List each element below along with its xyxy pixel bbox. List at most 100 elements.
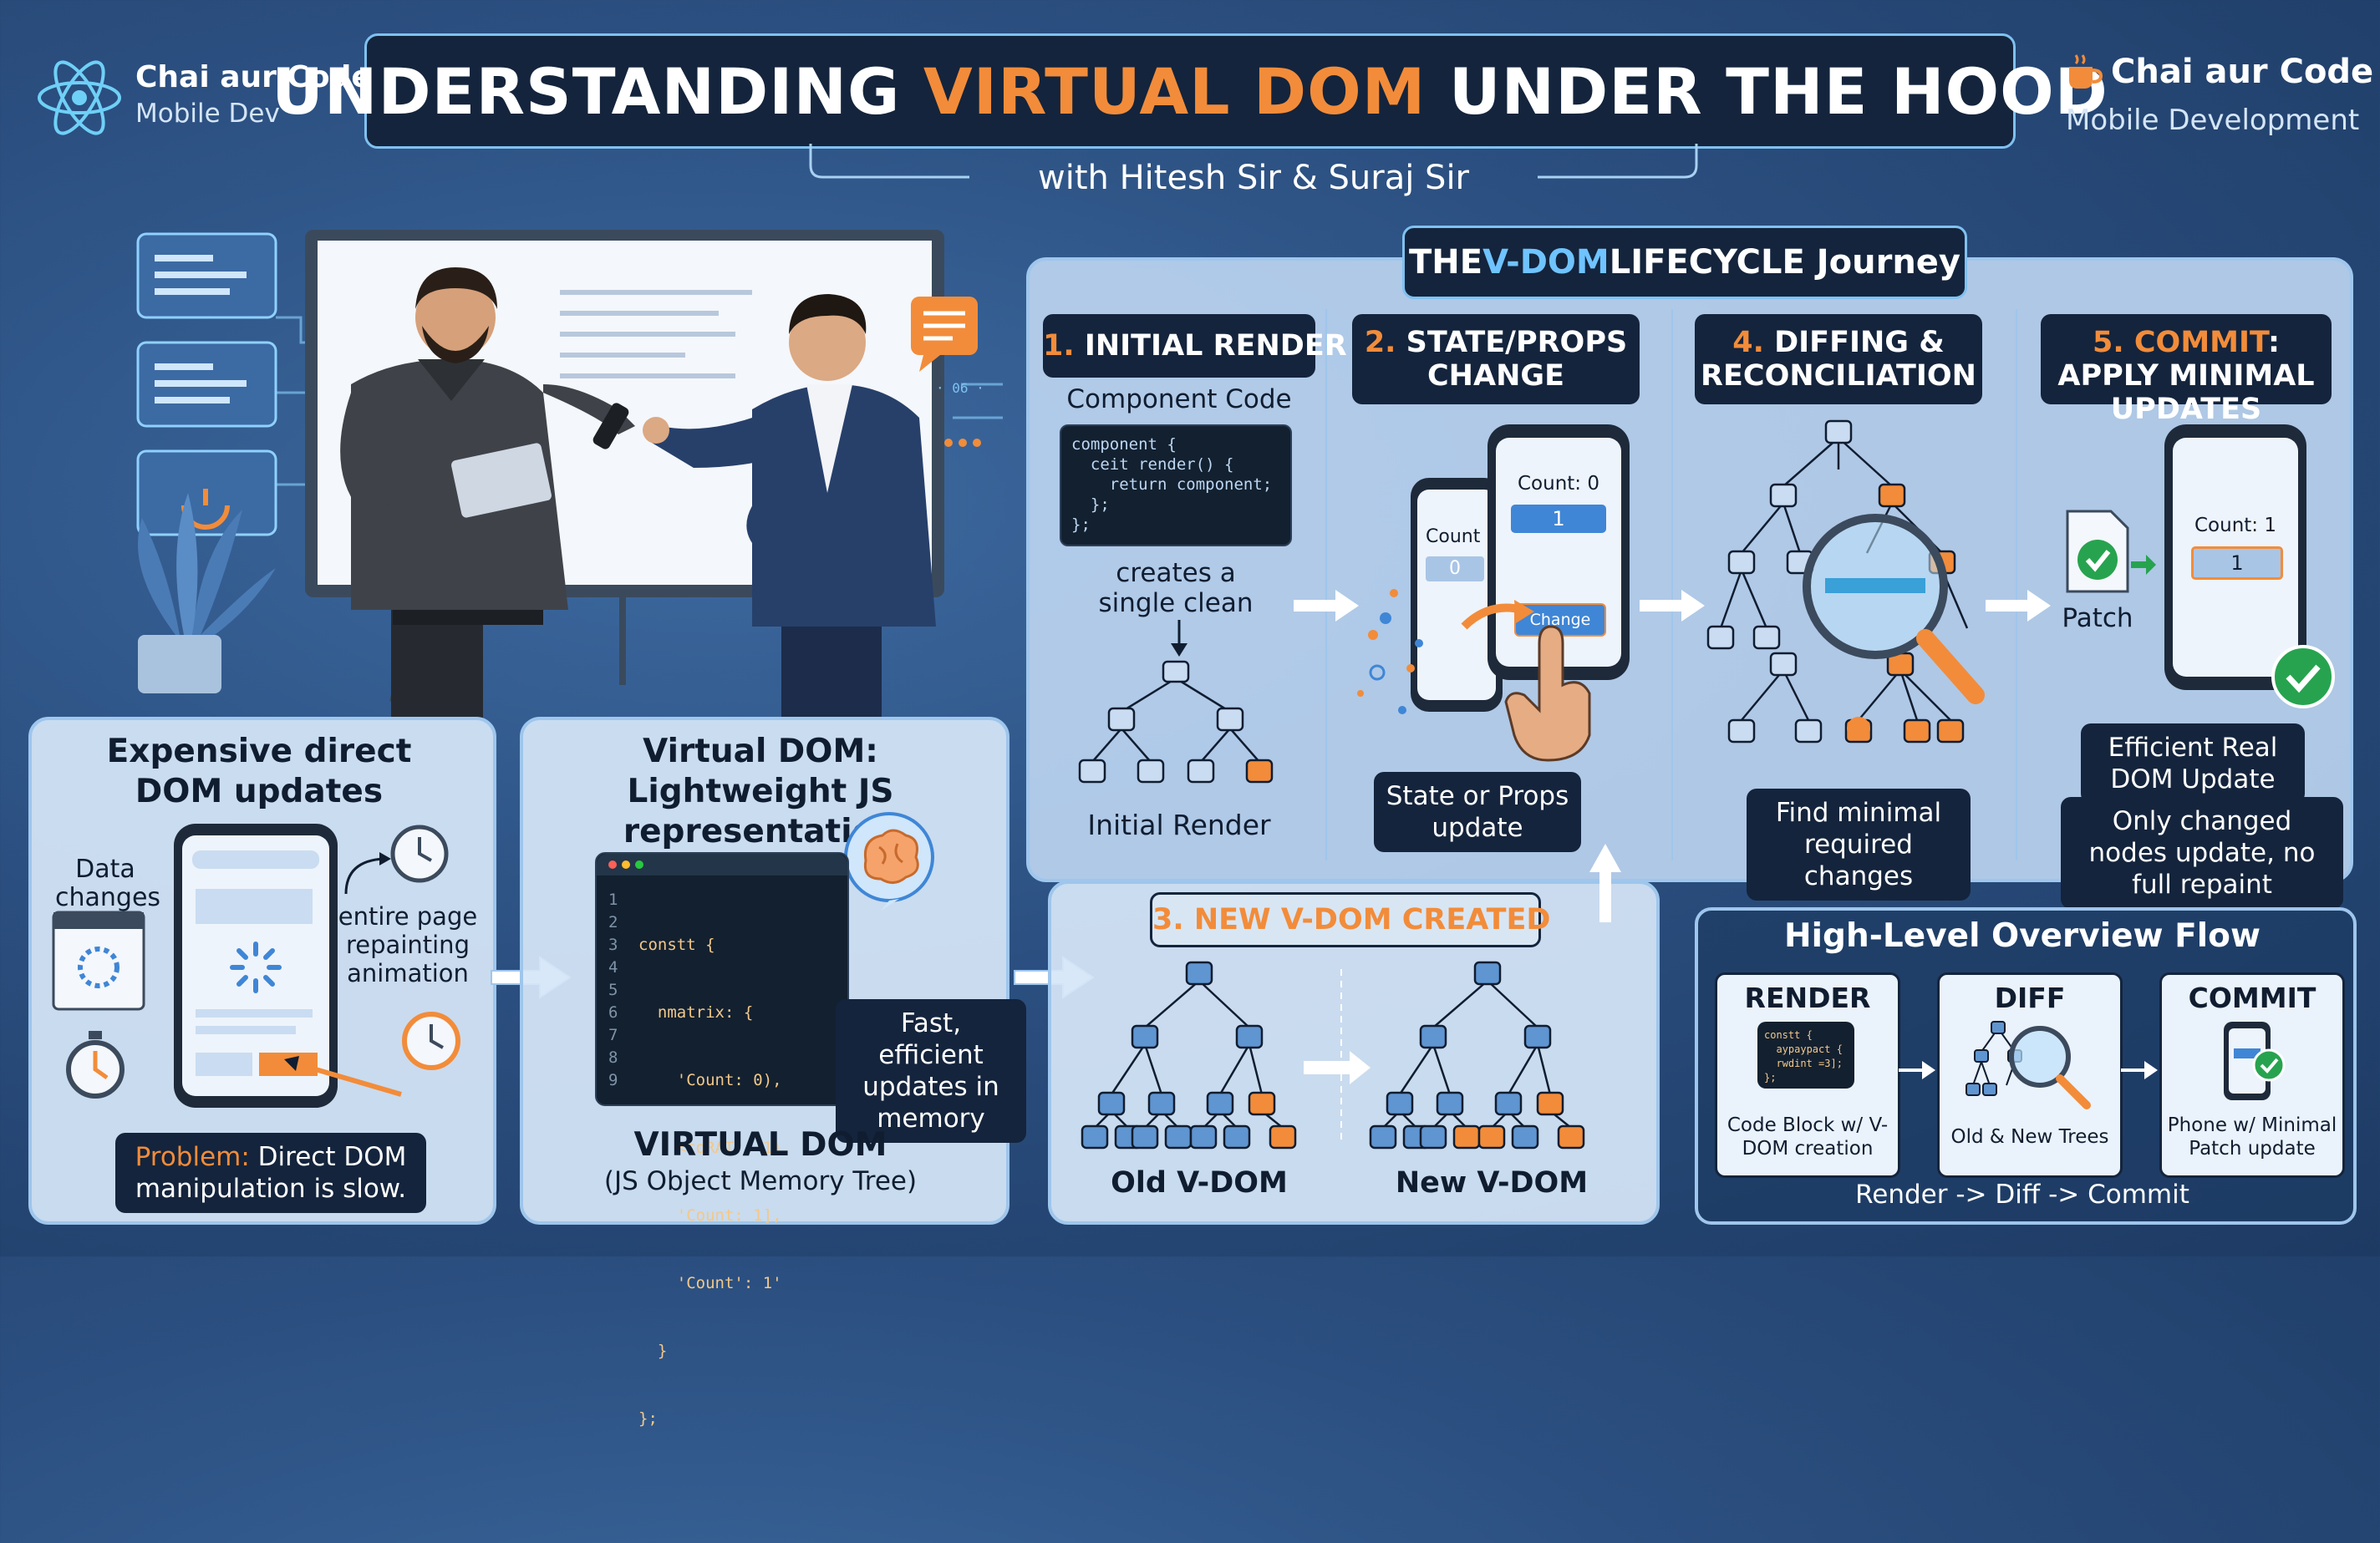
cup-icon <box>2069 54 2103 89</box>
down-arrow-icon <box>1171 620 1187 657</box>
final-count-value: 1 <box>2191 546 2283 580</box>
problem-highlight: Problem: <box>135 1142 250 1172</box>
step4-label: DIFFING & RECONCILIATION <box>1701 326 1976 393</box>
mini-phone-icon <box>2224 1022 2286 1100</box>
brand-left: Chai aur Code Mobile Dev <box>33 52 372 144</box>
title-part1: UNDERSTANDING <box>272 53 923 129</box>
step4-num: 4. <box>1732 326 1764 359</box>
step2-num: 2. <box>1364 326 1396 359</box>
old-new-trees <box>1081 961 1585 1150</box>
presenter-left <box>340 267 635 718</box>
svg-text:· 06 ·: · 06 · <box>936 380 984 396</box>
overview-diff-title: DIFF <box>1994 982 2066 1014</box>
line-number: 5 <box>608 981 618 999</box>
line-number: 8 <box>608 1048 618 1067</box>
line-number: 9 <box>608 1071 618 1089</box>
code-line: 'Count: 0), <box>638 1071 782 1089</box>
count-value: 1 <box>1511 505 1606 533</box>
lifecycle-heading-pre: THE <box>1408 243 1483 282</box>
overview-render-code: constt { aypaypact { rwdint =3]; }; <box>1757 1022 1854 1089</box>
code-line: } <box>638 1342 668 1360</box>
expensive-title: Expensive direct DOM updates <box>106 733 412 810</box>
initial-tree <box>1078 660 1274 784</box>
code-line: 'Count': 1' <box>638 1274 782 1292</box>
virtual-footer: VIRTUAL DOM <box>633 1126 887 1164</box>
count-label: Count: 0 <box>1518 473 1599 495</box>
phone-back: Count 0 <box>1411 478 1503 712</box>
line-number: 6 <box>608 1003 618 1022</box>
arrow-right-icon <box>1294 590 1359 622</box>
arrow-right-icon <box>1986 590 2051 622</box>
step5-header: 5. COMMIT: APPLY MINIMAL UPDATES <box>2041 314 2332 426</box>
overview-title: High-Level Overview Flow <box>1784 917 2260 955</box>
title-part2: UNDER THE HOOD <box>1426 53 2108 129</box>
virtual-title: Virtual DOM: Lightweight JS representati… <box>623 733 898 850</box>
step5-caption2: Only changed nodes update, no full repai… <box>2061 797 2343 909</box>
step2-header: 2. STATE/PROPS CHANGE <box>1352 314 1640 404</box>
step2-caption: State or Props update <box>1374 772 1581 852</box>
code-line: }; <box>638 1409 658 1428</box>
brand-left-title: Chai aur Code <box>135 60 372 94</box>
gauge-card <box>136 449 277 536</box>
overview-diff-caption: Old & New Trees <box>1950 1126 2109 1148</box>
code-line <box>638 1475 839 1498</box>
patch-label: Patch <box>2062 603 2133 633</box>
virtual-footer-sub: (JS Object Memory Tree) <box>603 1166 918 1196</box>
final-count-label: Count: 1 <box>2194 515 2276 536</box>
diff-tree <box>1706 419 1985 744</box>
new-vdom-label: NEW V-DOM CREATED <box>1193 903 1551 936</box>
stopwatch-icon <box>66 1031 125 1099</box>
step1-header: 1. INITIAL RENDER <box>1043 314 1347 378</box>
lifecycle-heading-hl: V-DOM <box>1482 243 1610 282</box>
step2-label: STATE/PROPS CHANGE <box>1406 326 1628 393</box>
lifecycle-heading-post: LIFECYCLE Journey <box>1609 243 1961 282</box>
fast-caption: Fast, efficient updates in memory <box>836 999 1026 1143</box>
problem-caption: Problem: Direct DOM manipulation is slow… <box>115 1133 426 1213</box>
brand-left-subtitle: Mobile Dev <box>135 99 280 129</box>
step1-caption: creates a single clean <box>1098 558 1254 618</box>
step5-caption1: Efficient Real DOM Update <box>2081 723 2305 804</box>
react-atom-icon <box>38 60 121 135</box>
repaint-label: entire page repainting animation <box>338 902 478 987</box>
overview-render-caption: Code Block w/ V-DOM creation <box>1727 1114 1889 1160</box>
code-line: 'Count: 1], <box>638 1206 782 1225</box>
code-line: <coRAT': 1), <box>638 1139 792 1157</box>
line-number: 1 <box>608 891 618 909</box>
data-changes-label: Data changes <box>55 855 161 912</box>
line-number: 3 <box>608 936 618 954</box>
pencil-icon <box>284 1056 402 1097</box>
brain-icon <box>844 812 934 911</box>
curved-arrow-icon <box>344 852 391 895</box>
step5-label: COMMIT <box>2133 326 2268 359</box>
overview-commit-caption: Phone w/ Minimal Patch update <box>2167 1114 2337 1160</box>
overview-flow: Render -> Diff -> Commit <box>1855 1180 2189 1210</box>
phone-final: Count: 1 1 <box>2164 424 2306 690</box>
patch-icon <box>2066 510 2156 593</box>
overview-render-card: RENDER constt { aypaypact { rwdint =3]; … <box>1715 972 1900 1178</box>
step4-header: 4. DIFFING & RECONCILIATION <box>1695 314 1982 404</box>
floating-card-2 <box>136 341 277 428</box>
code-line: nmatrix: { <box>638 1003 754 1022</box>
plant <box>138 493 276 693</box>
spinner-icon <box>230 942 282 993</box>
presenters-illustration: · 06 · <box>136 230 1003 718</box>
particles <box>1357 589 1423 714</box>
browser-window-icon <box>52 911 145 1011</box>
mini-diff-icon <box>1966 1021 2091 1109</box>
line-number: 2 <box>608 913 618 931</box>
brand-right-subtitle: Mobile Development <box>2066 104 2360 137</box>
overview-render-title: RENDER <box>1744 982 1871 1014</box>
step4-caption: Find minimal required changes <box>1747 789 1971 901</box>
phone-expensive <box>174 824 338 1108</box>
lifecycle-heading: THE V-DOM LIFECYCLE Journey <box>1402 226 1967 299</box>
page-title: UNDERSTANDING VIRTUAL DOM UNDER THE HOOD <box>272 33 2108 149</box>
step1-label: INITIAL RENDER <box>1084 329 1347 363</box>
phone-front: Count: 0 1 Change <box>1488 424 1630 680</box>
old-vdom-label: Old V-DOM <box>1111 1166 1288 1200</box>
step5-num: 5. <box>2093 326 2124 359</box>
back-count-value: 0 <box>1426 556 1484 581</box>
subtitle-bracket <box>809 144 1698 179</box>
tap-hand-icon <box>1461 600 1591 762</box>
overview-commit-title: COMMIT <box>2188 982 2316 1014</box>
line-number: 4 <box>608 958 618 977</box>
